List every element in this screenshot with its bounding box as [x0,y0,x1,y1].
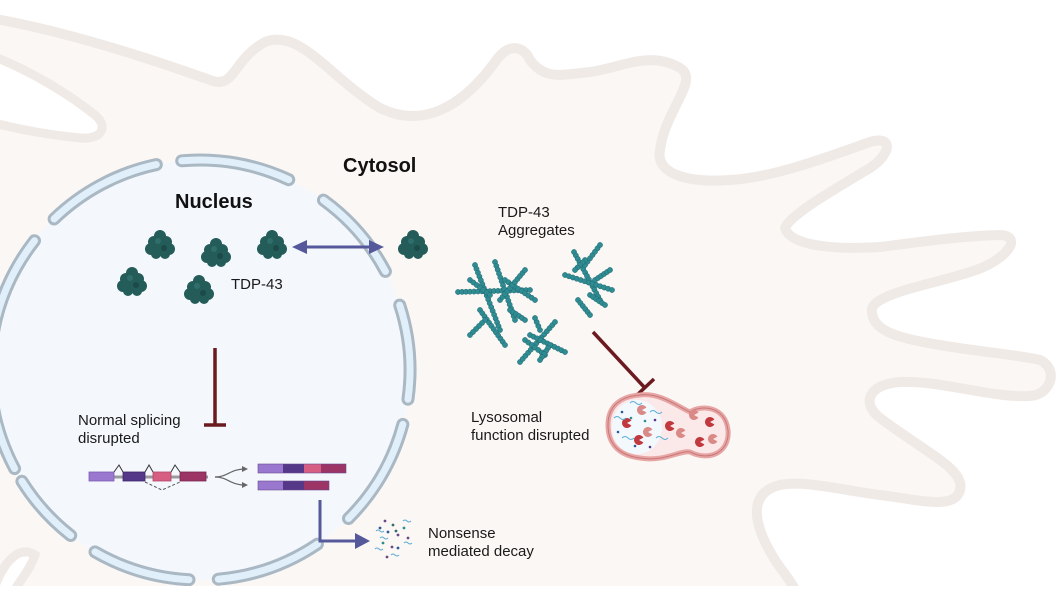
nmd-nucleotide [378,526,382,530]
nmd-rna-fragment [390,553,400,557]
lysosome-fragment [649,410,663,414]
aggregate-1 [455,259,538,348]
tdp43-protein-icon [117,267,147,296]
transcript-full-length [257,463,347,474]
transport-arrow [292,240,384,254]
envelope-segment-inner [18,477,75,539]
aggregate-3 [517,315,568,365]
nmd-nucleotide [396,546,400,550]
nmd-nucleotide [391,523,395,527]
envelope-segment-inner [0,237,39,319]
nmd-nucleotide [385,555,389,559]
lysosomal-enzyme [695,436,705,447]
nmd-nucleotide [396,533,400,537]
pre-mrna [88,463,208,491]
skip-junction [144,481,181,491]
intron-splice-2 [144,463,154,473]
splicing-disrupted-label: Normal splicing disrupted [78,412,181,447]
exon-1 [88,471,115,482]
lysosomal-enzyme [665,420,675,431]
tdp43-protein-icon [184,275,214,304]
lysosome-fragment [629,401,643,405]
cytosol-label: Cytosol [343,155,417,177]
exon-3 [152,471,172,482]
lysosome-particle [648,445,652,449]
lysosomal-enzyme [622,418,632,429]
nmd-arrow [318,500,370,549]
nmd-nucleotide [383,519,387,523]
lysosomal-enzyme [689,409,699,420]
transcript-exon-skipped [257,480,330,491]
tdp43-aggregates [455,242,615,365]
lysosomal-enzyme [637,404,647,415]
cell-process-bottom-left [0,547,41,591]
nucleus [0,153,417,587]
lysosome-particle [643,419,647,423]
nucleus-label: Nucleus [175,191,253,213]
lysosomal-enzyme [705,416,715,427]
arrowhead-left [292,240,307,254]
lysosome-lumen [612,400,662,454]
lysosome-fragment [621,436,635,440]
nmd-nucleotide [406,536,410,540]
envelope-segment-inner [214,540,321,583]
nmd-nucleotide [402,526,406,530]
nmd-nucleotide [390,545,394,549]
nuclear-envelope [0,153,417,587]
nmd-rna-fragment [379,536,389,540]
lysosomal-disrupted-label: Lysosomal function disrupted [471,409,590,444]
envelope-segment-inner [0,421,19,473]
tdp43-protein-icon [398,230,428,259]
nmd-rna-fragment [403,541,413,545]
envelope-segment-inner [178,156,293,184]
tdp43-protein-icon [201,238,231,267]
lysosome-fragment [613,416,627,420]
tdp43-proteins [117,230,428,304]
exon-4 [179,471,207,482]
lysosome-fragment [655,436,669,440]
envelope-segment-inner [344,420,407,522]
nmd-rna-fragment [375,529,385,533]
nmd-nucleotide [386,530,390,534]
lysosomal-enzyme [676,428,686,439]
inhibition-splicing [204,348,226,427]
intron-splice-1 [113,464,124,473]
tdp43-protein-icon [257,230,287,259]
tdp43-label: TDP-43 [231,276,283,293]
lysosome [605,392,731,462]
nmd-rna-fragment [374,547,384,551]
lysosomal-enzyme [708,434,718,445]
lysosome-particle [633,444,637,448]
envelope-segment-inner [319,196,389,275]
envelope-segment-inner [396,301,414,403]
tdp43-protein-icon [145,230,175,259]
envelope-segment-inner [91,548,193,584]
envelope-segment-inner [50,161,160,223]
lysosomal-enzyme [634,434,644,446]
lysosomal-enzyme [643,427,653,437]
nmd-fragments [374,519,413,559]
exon-2 [122,471,146,482]
nmd-nucleotide [394,529,398,533]
tdp43-aggregates-label: TDP-43 Aggregates [498,204,575,239]
lysosome-contents [613,401,718,449]
intron-splice-3 [170,464,181,473]
nmd-label: Nonsense mediated decay [428,525,534,560]
splice-branch-arrows [214,466,248,488]
aggregate-2 [562,242,615,318]
arrowhead-right [369,240,384,254]
cell-process-left [0,54,107,143]
nmd-rna-fragment [402,519,412,523]
lysosome-particle [616,430,620,434]
lysosome-particle [620,410,624,414]
lysosome-particle [629,416,633,420]
nmd-nucleotide [381,541,385,545]
lysosome-particle [653,418,657,422]
